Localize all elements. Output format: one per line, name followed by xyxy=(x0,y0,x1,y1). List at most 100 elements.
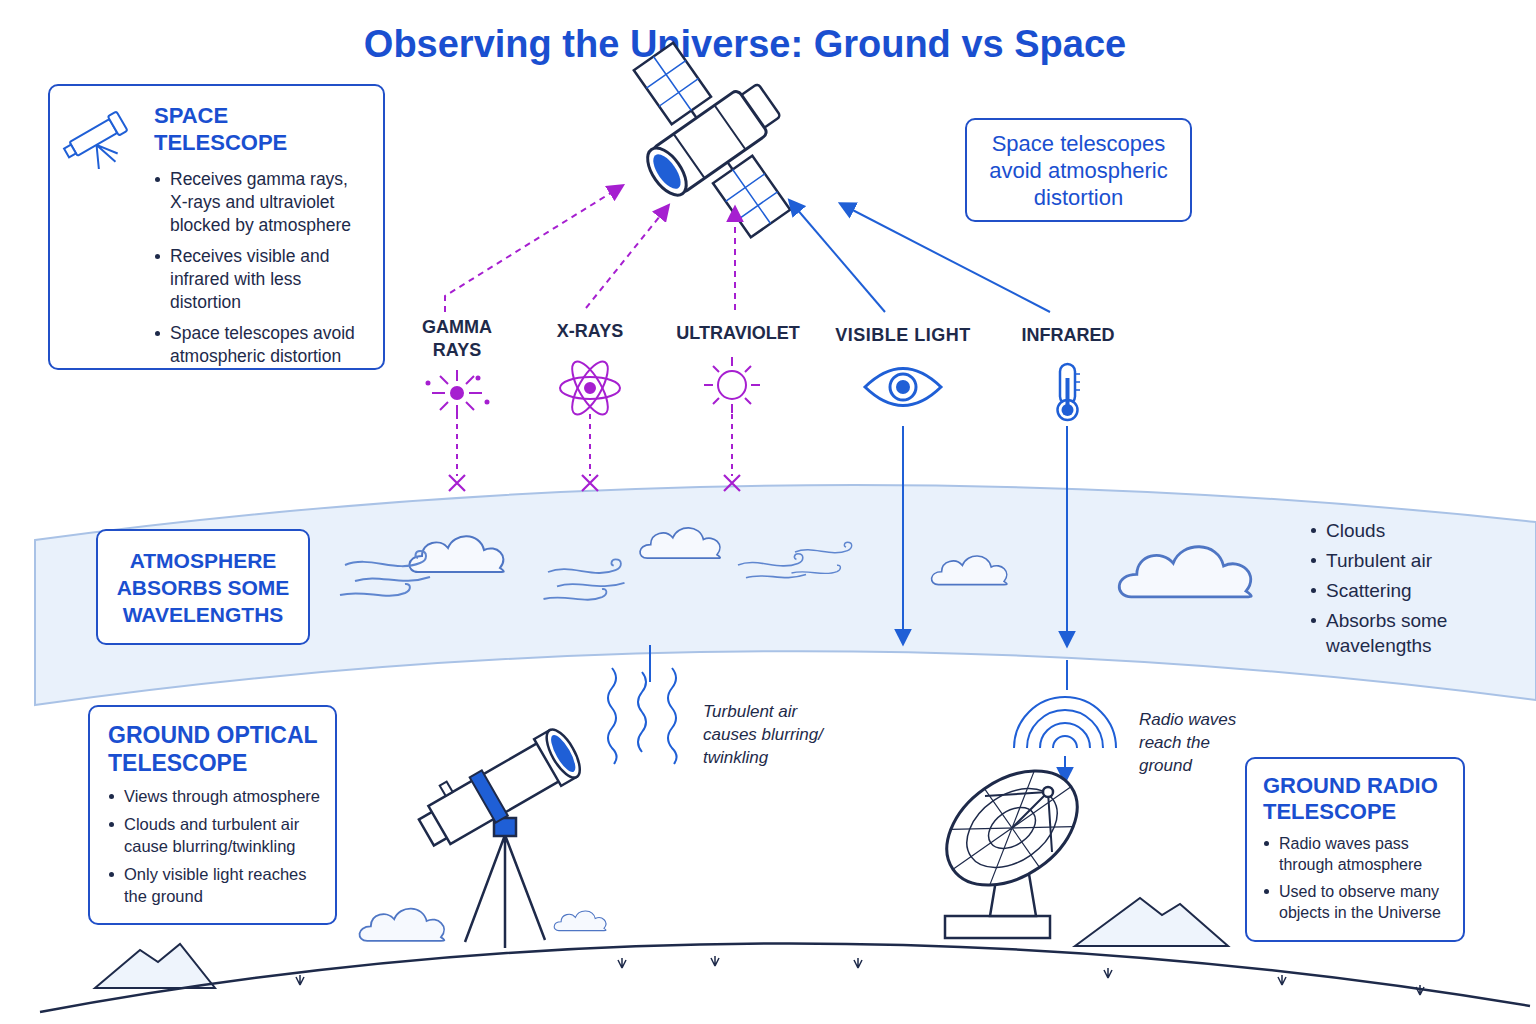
turbulence-lines xyxy=(668,668,677,764)
radio-dish xyxy=(952,772,1072,883)
radio-dish xyxy=(925,747,1098,908)
optical-telescope xyxy=(440,782,453,796)
infrared-symbol xyxy=(1062,404,1074,416)
wind-swirl xyxy=(738,554,806,578)
radio-dish xyxy=(925,747,1098,938)
info-box: SPACE TELESCOPEReceives gamma rays, X-ra… xyxy=(48,84,385,370)
optical-telescope xyxy=(465,835,545,948)
grass-tuft xyxy=(296,956,1424,995)
passing-ray-line xyxy=(902,426,904,643)
radio-dish xyxy=(985,792,1052,852)
info-box: GROUND OPTICAL TELESCOPEViews through at… xyxy=(88,705,337,925)
radio-dish xyxy=(1043,787,1053,797)
bullet-text: Receives visible and infrared with less … xyxy=(154,245,361,314)
optical-telescope xyxy=(419,812,448,846)
ground-line xyxy=(40,943,1530,1012)
radio-wave-symbol xyxy=(1014,697,1116,748)
x-ray-symbol xyxy=(565,357,614,420)
visible-light-symbol xyxy=(865,369,941,406)
x-ray-symbol xyxy=(560,357,620,420)
optical-telescope xyxy=(409,719,586,856)
grass-tuft xyxy=(618,958,626,968)
node-content: CloudsTurbulent airScatteringAbsorbs som… xyxy=(1310,518,1470,663)
gamma-ray-symbol xyxy=(427,382,430,385)
optical-telescope xyxy=(470,770,508,822)
space-telescope-satellite xyxy=(740,83,781,128)
blocked-ray-arrow xyxy=(445,186,622,312)
ultraviolet-symbol xyxy=(704,357,760,413)
radio-wave-symbol xyxy=(1014,660,1116,781)
box-heading: GROUND RADIO TELESCOPE xyxy=(1263,773,1455,825)
bullet-text: Used to observe many objects in the Univ… xyxy=(1263,881,1455,923)
space-telescope-satellite xyxy=(713,156,790,238)
annotation-text: Turbulent air causes blurring/ twinkling xyxy=(703,700,835,769)
grass-tuft xyxy=(1104,968,1112,978)
turbulence-lines xyxy=(608,668,617,764)
cloud xyxy=(932,556,1007,585)
mountain xyxy=(1075,898,1228,946)
telescope-icon xyxy=(64,145,76,158)
radio-dish xyxy=(925,747,1098,908)
box-heading: SPACE TELESCOPE xyxy=(154,102,361,156)
space-telescope-satellite xyxy=(651,89,768,193)
visible-light-symbol xyxy=(890,374,916,400)
wind-swirl xyxy=(557,583,625,587)
grass-tuft xyxy=(711,956,719,966)
mountain xyxy=(95,944,215,988)
infrared-symbol xyxy=(1075,374,1080,390)
node-content: GROUND RADIO TELESCOPERadio waves pass t… xyxy=(1247,759,1463,940)
x-ray-symbol xyxy=(585,383,595,393)
space-telescope-satellite xyxy=(597,16,828,263)
wind-swirl xyxy=(792,542,852,573)
optical-telescope xyxy=(428,743,559,844)
wavelength-label: X-RAYS xyxy=(540,320,640,343)
ground-line xyxy=(40,943,1530,1012)
space-telescope-satellite xyxy=(634,43,711,125)
radio-wave-symbol xyxy=(1040,723,1090,748)
wavelength-label: INFRARED xyxy=(1008,324,1128,347)
atmosphere-band-shape xyxy=(35,485,1536,705)
x-ray-symbol xyxy=(565,357,614,420)
telescope-icon xyxy=(88,138,121,171)
bullet-text: Turbulent air xyxy=(1310,548,1470,573)
space-telescope-satellite xyxy=(727,162,732,169)
passing-ray-line xyxy=(1066,426,1068,645)
grass-tuft xyxy=(854,958,862,968)
grass-tuft xyxy=(1278,975,1286,985)
telescope-icon xyxy=(108,111,128,135)
turbulence-lines xyxy=(649,645,651,682)
node-content: Space telescopes avoid atmospheric disto… xyxy=(967,120,1190,220)
blocked-mark xyxy=(449,475,740,491)
bullet-text: Scattering xyxy=(1310,578,1470,603)
space-telescope-satellite xyxy=(691,111,696,118)
bullet-text: Absorbs some wavelengths xyxy=(1310,608,1470,658)
mountain xyxy=(95,898,1228,988)
space-telescope-satellite xyxy=(634,43,711,125)
gamma-ray-symbol xyxy=(477,377,480,380)
blocked-ray-arrow xyxy=(445,186,735,312)
wind-swirl xyxy=(340,551,430,596)
blocked-ray-line xyxy=(456,414,458,476)
box-text: ATMOSPHERE ABSORBS SOME WAVELENGTHS xyxy=(106,547,300,628)
bullet-text: Clouds xyxy=(1310,518,1470,543)
wavelength-label: GAMMA RAYS xyxy=(412,316,502,362)
bullet-text: Only visible light reaches the ground xyxy=(108,863,329,907)
optical-telescope xyxy=(540,725,586,783)
wind-swirl xyxy=(795,542,852,553)
cloud xyxy=(554,911,606,931)
ultraviolet-symbol xyxy=(704,357,760,413)
optical-telescope xyxy=(494,818,516,836)
turbulence-lines xyxy=(608,645,677,764)
cloud xyxy=(409,536,503,572)
gamma-ray-symbol xyxy=(486,401,489,404)
diagram-title: Observing the Universe: Ground vs Space xyxy=(0,20,1490,68)
wind-swirl xyxy=(792,565,841,573)
radio-dish xyxy=(990,868,1036,916)
ultraviolet-symbol xyxy=(718,371,746,399)
radio-dish xyxy=(945,916,1050,938)
wind-swirl xyxy=(355,577,430,581)
radio-wave-symbol xyxy=(1064,756,1066,781)
